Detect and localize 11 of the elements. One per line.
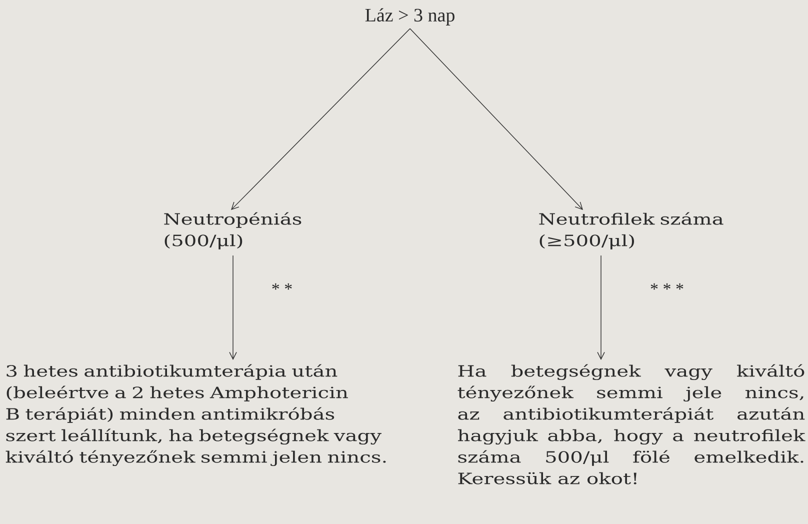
edge-label: * * (272, 283, 292, 290)
category-text: Neutrofilek száma (≥500/μl) (539, 212, 724, 250)
edge-label: * * * (650, 283, 684, 290)
instruction-text: Ha betegségnek vagy kiváltó tényezőnek semmi jele nincs, az antibiotikumterápiát azután hagyjuk abba, hogy a neutrofilek száma 500/μl fölé emelkedik. Keressük az okot! (458, 364, 806, 484)
arrow (229, 255, 237, 360)
arrow (410, 28, 583, 210)
arrow (231, 28, 410, 210)
instruction-text: 3 hetes antibiotikumterápia után (beleértve a 2 hetes Amphotericin B terápiát) minden antimikróbás szert leállítunk, ha betegségnek vagy kiváltó tényezőnek semmi jelen nincs. (6, 364, 386, 466)
heading-text: Láz > 3 nap (365, 8, 454, 26)
category-text: Neutropéniás (500/μl) (164, 212, 302, 250)
arrow (597, 255, 605, 360)
